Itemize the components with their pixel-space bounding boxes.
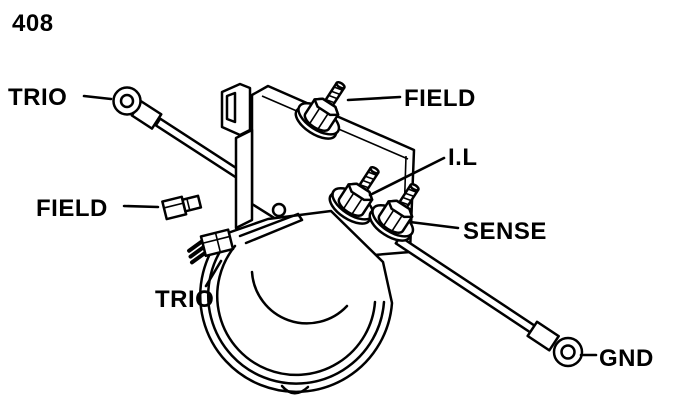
gnd-crimp-barrel [526, 320, 560, 352]
part-number-label: 408 [12, 10, 54, 37]
mounting-bracket-slot [225, 91, 237, 124]
lower-cover [199, 209, 394, 394]
gnd-ring-terminal-eye [560, 344, 576, 360]
gnd-wire-rod [394, 235, 538, 335]
leader-sense [408, 220, 460, 230]
leader-il [368, 156, 446, 197]
leader-trio-top [82, 94, 113, 101]
cover-ridge-lines [238, 212, 304, 245]
label-trio-top: TRIO [8, 84, 67, 111]
label-gnd: GND [599, 345, 654, 372]
cover-rim-arc-outer [206, 238, 386, 385]
left-flange [234, 128, 254, 230]
plate-hole [271, 202, 287, 218]
cover-rim-arc-inner [216, 244, 377, 377]
label-field-left: FIELD [36, 195, 108, 222]
label-trio-bottom: TRIO [155, 286, 214, 313]
cover-dome-arc [250, 270, 349, 325]
trio-wire-assembly [112, 86, 261, 191]
gnd-wire-assembly [394, 235, 584, 368]
label-field-top: FIELD [404, 85, 476, 112]
label-il: I.L [448, 144, 478, 171]
leader-field-top [346, 95, 402, 102]
label-sense: SENSE [463, 218, 547, 245]
trio-ring-terminal-eye [119, 93, 135, 109]
field-spade-connector [161, 194, 203, 221]
trio-plug-connector [187, 228, 235, 265]
leader-trio-bottom [204, 259, 223, 288]
leader-field-left [122, 204, 160, 209]
cover-bottom-nub [280, 384, 310, 395]
